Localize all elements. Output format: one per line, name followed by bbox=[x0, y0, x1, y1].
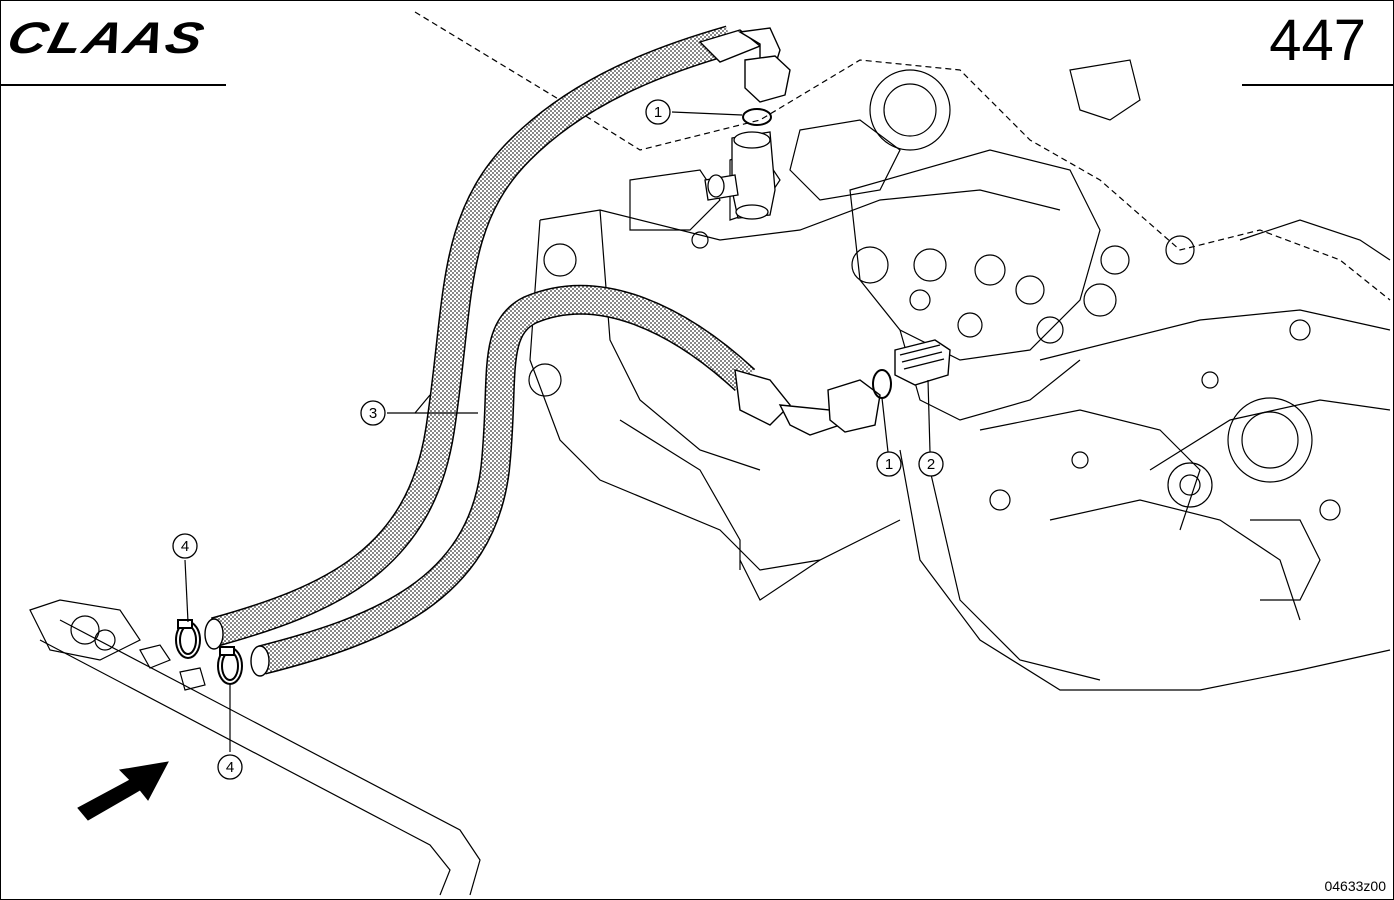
callout-4a-label: 4 bbox=[181, 538, 189, 555]
callout-4b-label: 4 bbox=[226, 759, 234, 776]
o-ring-lower bbox=[872, 369, 892, 399]
callout-3-label: 3 bbox=[369, 405, 377, 422]
callout-4a: 4 bbox=[172, 533, 198, 559]
page-number: 447 bbox=[1269, 8, 1366, 73]
o-ring-upper bbox=[742, 108, 772, 126]
callout-1b: 1 bbox=[876, 451, 902, 477]
callout-4b: 4 bbox=[217, 754, 243, 780]
header-rule-left bbox=[0, 84, 226, 86]
direction-arrow-icon bbox=[77, 761, 169, 821]
tee-fitting bbox=[704, 131, 776, 220]
callout-1a-label: 1 bbox=[654, 104, 662, 121]
callout-2-label: 2 bbox=[927, 456, 935, 473]
callout-3: 3 bbox=[360, 400, 386, 426]
callout-1b-label: 1 bbox=[885, 456, 893, 473]
header-rule-right bbox=[1242, 84, 1394, 86]
callout-1a: 1 bbox=[645, 99, 671, 125]
hydraulic-hoses bbox=[210, 25, 756, 675]
callout-2: 2 bbox=[918, 451, 944, 477]
hose-fittings bbox=[204, 27, 951, 677]
drawing-code: 04633z00 bbox=[1324, 878, 1386, 894]
hose-clamps bbox=[175, 619, 243, 685]
frame-tube bbox=[29, 599, 481, 896]
transmission-housing bbox=[414, 11, 1391, 691]
leader-lines bbox=[184, 111, 931, 752]
